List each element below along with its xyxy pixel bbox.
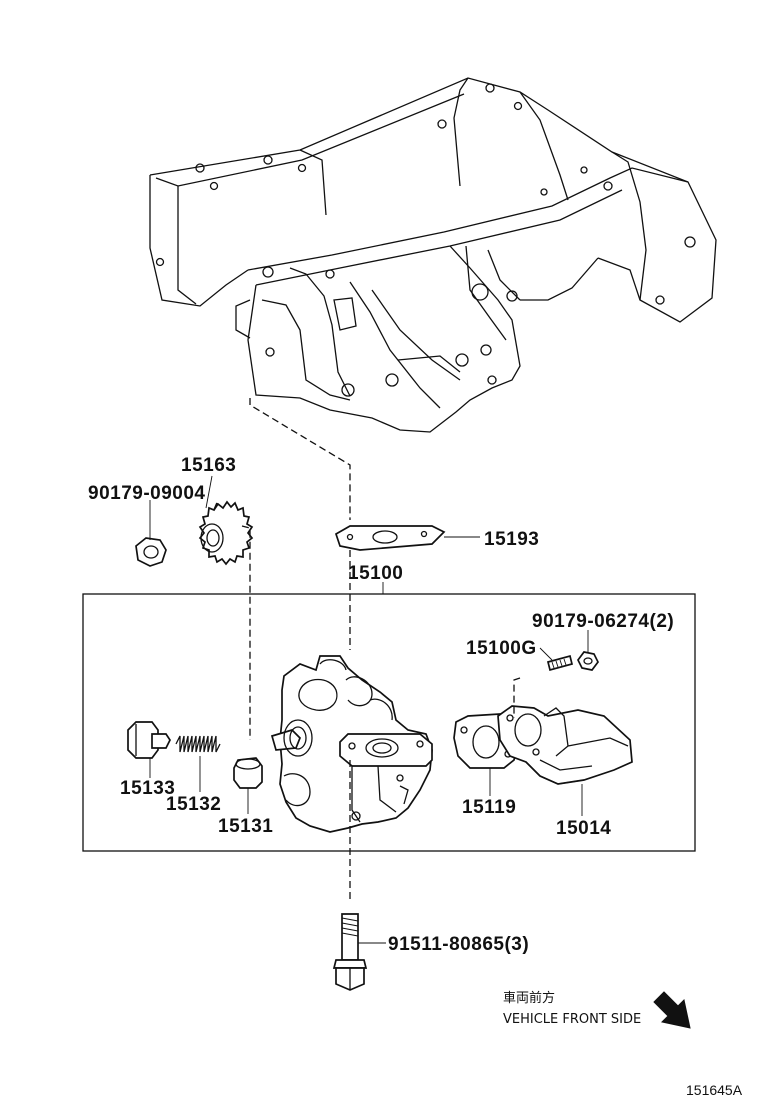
label-15100G: 15100G <box>466 638 537 659</box>
oil-pump-15100-illustration <box>270 655 433 833</box>
spring-15132-illustration <box>175 735 221 753</box>
figure-code: 151645A <box>686 1082 743 1098</box>
direction-label-jp: 車両前方 <box>503 990 555 1006</box>
leader-dash-block-to-gasket <box>249 398 351 520</box>
sprocket-15163-illustration <box>198 500 254 566</box>
label-15132: 15132 <box>166 794 221 815</box>
nut-90179-09004-illustration <box>135 537 167 567</box>
label-15133: 15133 <box>120 778 175 799</box>
leader-dash-sprocket-axis <box>241 525 251 740</box>
label-15119: 15119 <box>462 797 516 818</box>
vehicle-front-arrow-icon <box>653 991 691 1029</box>
valve-15131-illustration <box>233 757 263 789</box>
assembly-15100-box <box>82 593 696 852</box>
plug-15133-illustration <box>127 721 171 759</box>
leader-15100G <box>539 647 553 661</box>
leader-15163 <box>205 475 213 509</box>
label-15193: 15193 <box>484 529 539 550</box>
label-90179-06274: 90179-06274(2) <box>532 611 674 632</box>
label-91511-80865: 91511-80865(3) <box>388 934 529 955</box>
leader-dash-stud <box>513 677 521 718</box>
direction-label-en: VEHICLE FRONT SIDE <box>503 1012 641 1027</box>
label-15163: 15163 <box>181 455 236 476</box>
strainer-15014-illustration <box>497 705 633 785</box>
label-90179-09004: 90179-09004 <box>88 483 206 504</box>
gasket-15193-illustration <box>334 525 446 551</box>
oil-pan-illustration <box>149 77 717 433</box>
label-15100: 15100 <box>348 563 403 584</box>
stud-15100G-illustration <box>546 654 574 672</box>
bolt-91511-80865-illustration <box>332 913 368 991</box>
label-15014: 15014 <box>556 818 611 839</box>
label-15131: 15131 <box>218 816 273 837</box>
nut-90179-06274-illustration <box>577 651 599 671</box>
